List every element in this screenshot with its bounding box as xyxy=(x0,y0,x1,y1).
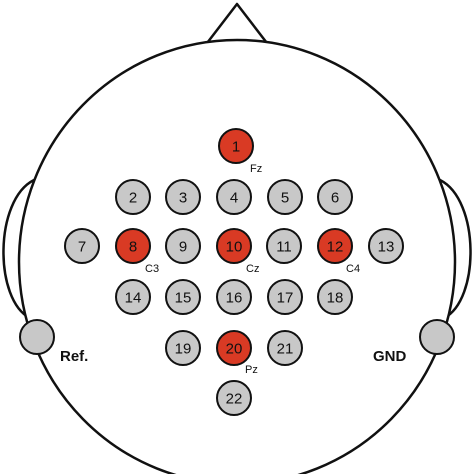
electrode-disc xyxy=(267,330,303,366)
electrode-14: 14 xyxy=(115,279,151,315)
electrode-number: 22 xyxy=(226,391,243,408)
electrode-number: 4 xyxy=(230,190,238,207)
electrode-number: 7 xyxy=(78,239,86,256)
electrode-disc xyxy=(115,279,151,315)
electrode-13: 13 xyxy=(368,228,404,264)
electrode-disc xyxy=(317,179,353,215)
site-label: Fz xyxy=(250,163,262,175)
electrode-array: 1 Fz 2 3 4 5 6 7 8 C3 xyxy=(64,128,404,416)
electrode-disc xyxy=(216,179,252,215)
electrode-number: 10 xyxy=(226,239,243,256)
electrode-disc xyxy=(368,228,404,264)
electrode-9: 9 xyxy=(165,228,201,264)
reference-electrode: Ref. xyxy=(19,319,88,365)
electrode-disc xyxy=(165,279,201,315)
electrode-disc xyxy=(216,228,252,264)
electrode-number: 12 xyxy=(327,239,344,256)
electrode-disc xyxy=(267,179,303,215)
electrode-16: 16 xyxy=(216,279,252,315)
right-ear xyxy=(439,178,472,320)
electrode-number: 6 xyxy=(331,190,339,207)
electrode-1: 1 Fz xyxy=(218,128,262,175)
electrode-5: 5 xyxy=(267,179,303,215)
electrode-number: 2 xyxy=(129,190,137,207)
electrode-disc xyxy=(267,279,303,315)
ground-label: GND xyxy=(373,348,407,365)
electrode-15: 15 xyxy=(165,279,201,315)
electrode-4: 4 xyxy=(216,179,252,215)
electrode-number: 8 xyxy=(129,239,137,256)
electrode-number: 1 xyxy=(232,139,240,156)
electrode-disc xyxy=(115,179,151,215)
electrode-number: 9 xyxy=(179,239,187,256)
nose xyxy=(203,2,271,48)
electrode-disc xyxy=(317,228,353,264)
electrode-19: 19 xyxy=(165,330,201,366)
electrode-number: 16 xyxy=(226,290,243,307)
ground-electrode: GND xyxy=(373,319,455,365)
electrode-number: 18 xyxy=(327,290,344,307)
electrode-disc xyxy=(216,380,252,416)
site-label: Cz xyxy=(246,263,259,275)
electrode-7: 7 xyxy=(64,228,100,264)
electrode-17: 17 xyxy=(267,279,303,315)
electrode-number: 17 xyxy=(277,290,294,307)
electrode-3: 3 xyxy=(165,179,201,215)
electrode-number: 20 xyxy=(226,341,243,358)
electrode-11: 11 xyxy=(266,228,302,264)
electrode-disc xyxy=(165,228,201,264)
electrode-disc xyxy=(165,330,201,366)
electrode-number: 13 xyxy=(378,239,395,256)
electrode-21: 21 xyxy=(267,330,303,366)
reference-electrode-disc xyxy=(19,319,55,355)
electrode-22: 22 xyxy=(216,380,252,416)
electrode-disc xyxy=(317,279,353,315)
electrode-disc xyxy=(115,228,151,264)
electrode-disc xyxy=(218,128,254,164)
reference-label: Ref. xyxy=(60,348,88,365)
site-label: C3 xyxy=(145,263,159,275)
electrode-2: 2 xyxy=(115,179,151,215)
electrode-20: 20 Pz xyxy=(216,330,258,376)
electrode-disc xyxy=(266,228,302,264)
electrode-disc xyxy=(165,179,201,215)
electrode-18: 18 xyxy=(317,279,353,315)
electrode-12: 12 C4 xyxy=(317,228,360,275)
electrode-10: 10 Cz xyxy=(216,228,259,275)
electrode-disc xyxy=(216,279,252,315)
left-ear xyxy=(2,178,35,320)
electrode-number: 3 xyxy=(179,190,187,207)
electrode-disc xyxy=(216,330,252,366)
ground-electrode-disc xyxy=(419,319,455,355)
site-label: Pz xyxy=(245,364,258,376)
electrode-number: 14 xyxy=(125,290,142,307)
electrode-number: 5 xyxy=(281,190,289,207)
electrode-number: 15 xyxy=(175,290,192,307)
electrode-number: 11 xyxy=(276,239,292,256)
electrode-number: 19 xyxy=(175,341,192,358)
electrode-number: 21 xyxy=(277,341,294,358)
electrode-6: 6 xyxy=(317,179,353,215)
site-label: C4 xyxy=(346,263,360,275)
electrode-disc xyxy=(64,228,100,264)
electrode-8: 8 C3 xyxy=(115,228,159,275)
